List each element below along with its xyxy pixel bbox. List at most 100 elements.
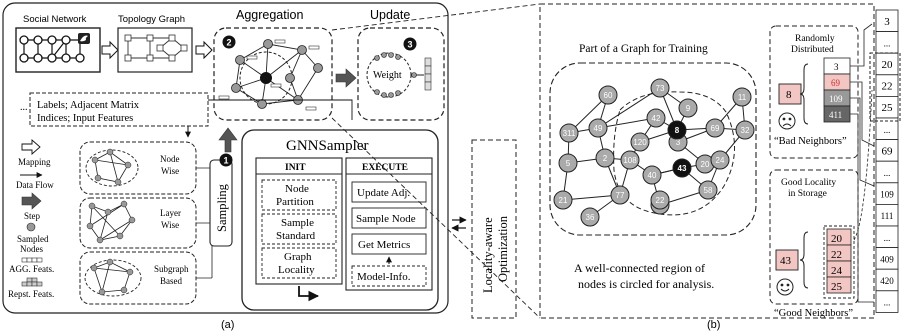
graph-node: 120: [630, 132, 650, 152]
svg-text:3: 3: [407, 40, 412, 50]
graph-caption-1: A well-connected region of: [574, 261, 705, 275]
good-list: 20 22 24 25: [826, 228, 852, 294]
graph-node: 24: [710, 150, 730, 170]
legend-sampled-1: Sampled: [17, 234, 49, 244]
optimization-line-2: Optimization: [496, 215, 510, 282]
graph-node-label: 58: [704, 186, 713, 195]
labels-ellipsis: ...: [20, 102, 28, 113]
graph-node-label: 8: [675, 126, 680, 135]
graph-caption-2: nodes is circled for analysis.: [578, 277, 714, 291]
graph-node-label: 120: [633, 138, 647, 147]
exchange-arrows: [451, 216, 467, 232]
graph-node-label: 49: [594, 124, 603, 133]
aggregation-label: Aggregation: [236, 8, 303, 22]
graph-node: 40: [642, 165, 662, 185]
sampling-node-wise: Node Wise: [79, 141, 197, 195]
aggregation-center-node: [260, 72, 272, 84]
good-neighbors-label: “Good Neighbors”: [774, 308, 853, 319]
bad-brace: [799, 63, 809, 125]
graph-node-label: 60: [604, 91, 613, 100]
graph-node: 43: [672, 158, 692, 178]
legend-mapping-icon: [21, 139, 41, 155]
good-node: 43: [775, 249, 799, 271]
graph-node: 49: [588, 118, 608, 138]
graph-node: 60: [598, 85, 618, 105]
svg-text:Node: Node: [160, 154, 180, 164]
init-item-sample-standard: Sample Standard: [261, 213, 337, 245]
graph-edge: [562, 194, 621, 201]
sampling-subgraph-based: Subgraph Based: [79, 251, 197, 305]
legend-repst: Repst. Feats.: [8, 289, 54, 299]
step1-badge: 1: [219, 153, 233, 167]
svg-text:Layer: Layer: [160, 208, 181, 218]
good-locality-1: Good Locality: [781, 178, 836, 188]
graph-node-label: 73: [656, 84, 665, 93]
update-label: Update: [370, 8, 410, 22]
legend-repst-icon: [21, 277, 43, 287]
good-list-item: 20: [831, 233, 843, 245]
update-input-nodes: [374, 52, 401, 98]
svg-text:Model-Info.: Model-Info.: [357, 271, 411, 283]
storage-cell-label: ...: [884, 38, 891, 48]
execute-item-sample-node: Sample Node: [351, 207, 427, 229]
legend: Mapping Data Flow Step Sampled Nodes AGG…: [8, 139, 54, 299]
legend-step-icon: [21, 192, 42, 210]
execute-item-update-adj: Update Adj.: [351, 181, 427, 203]
svg-text:Sample Node: Sample Node: [356, 213, 416, 225]
aggregation-to-update-arrow: [335, 68, 357, 88]
graph-node: 69: [705, 118, 725, 138]
graph-node-label: 11: [738, 93, 747, 102]
graph-node-label: 40: [648, 171, 657, 180]
storage-cell: [875, 290, 899, 313]
legend-sampled-2: Nodes: [20, 244, 43, 254]
weight-label: Weight: [373, 70, 402, 81]
labels-to-update-flow: [208, 99, 353, 120]
svg-text:Subgraph: Subgraph: [154, 264, 189, 274]
legend-data-flow: Data Flow: [16, 180, 54, 190]
graph-region: [549, 62, 757, 236]
update-output-node: [411, 72, 417, 78]
aggregation-nodes: [231, 39, 323, 109]
graph-edge: [597, 117, 657, 129]
social-network-nodes: [19, 35, 85, 63]
good-list-item: 24: [831, 265, 843, 277]
good-list-to-storage: [853, 89, 873, 241]
graph-edge: [597, 87, 661, 129]
storage-cell-label: ...: [884, 233, 891, 243]
execute-item-model-info: Model-Info.: [351, 265, 427, 287]
svg-text:8: 8: [786, 89, 792, 101]
init-item-node-partition: Node Partition: [261, 179, 337, 211]
bad-neighbors-box: [769, 25, 859, 159]
svg-text:43: 43: [780, 255, 792, 267]
graph-node-label: 5: [566, 159, 571, 168]
aggregation-box: [213, 27, 333, 121]
graph-node: 311: [559, 123, 579, 143]
graph-node: 5: [558, 153, 578, 173]
gnnsampler-title: GNNSampler: [286, 138, 369, 154]
execute-item-get-metrics: Get Metrics: [351, 233, 427, 255]
graph-node-label: 43: [678, 164, 687, 173]
storage-cell-label: ...: [884, 168, 891, 178]
randomly-label-1: Randomly: [795, 34, 835, 44]
optimization-box: [471, 139, 517, 319]
storage-cell-label: 25: [882, 102, 894, 114]
svg-text:Update Adj.: Update Adj.: [357, 187, 410, 199]
graph-node-label: 20: [701, 160, 710, 169]
execute-title: EXECUTE: [362, 163, 408, 173]
zoom-lines: [331, 3, 541, 319]
storage-cell-label: 3: [884, 16, 890, 28]
storage-cell-label: 420: [880, 276, 894, 286]
svg-text:Wise: Wise: [161, 166, 179, 176]
graph-node: 108: [620, 150, 640, 170]
graph-node-label: 24: [716, 156, 725, 165]
bad-list-item: 411: [829, 110, 842, 120]
graph-node-label: 32: [741, 126, 750, 135]
svg-text:1: 1: [223, 156, 228, 166]
topology-graph-label: Topology Graph: [118, 14, 185, 25]
good-list-frame: [823, 225, 855, 299]
legend-agg: AGG. Feats.: [9, 264, 54, 274]
panel-a-frame: [2, 2, 449, 314]
update-output-vector: [424, 57, 432, 91]
bad-neighbors-label: “Bad Neighbors”: [774, 136, 847, 147]
svg-text:Sample: Sample: [281, 217, 314, 229]
